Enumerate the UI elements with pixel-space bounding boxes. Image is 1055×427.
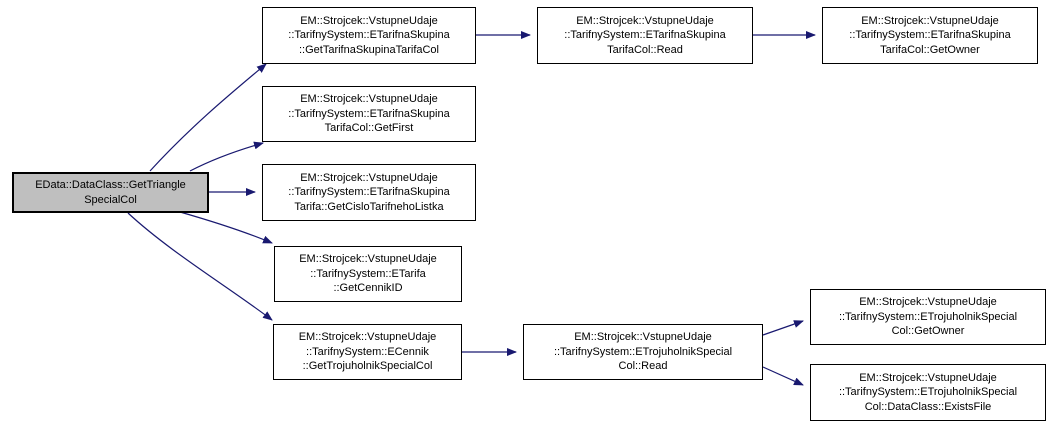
graph-node-tarifaCol-getFirst[interactable]: EM::Strojcek::VstupneUdaje ::TarifnySyst…: [262, 86, 476, 142]
graph-node-trojuholnikSpecialCol-getOwner[interactable]: EM::Strojcek::VstupneUdaje ::TarifnySyst…: [810, 289, 1046, 345]
graph-node-getTarifnaSkupinaTarifaCol[interactable]: EM::Strojcek::VstupneUdaje ::TarifnySyst…: [262, 7, 476, 64]
edge-root-to-getTarifnaSkupinaTarifaCol: [149, 63, 267, 172]
graph-node-getCisloTarifnehoListka[interactable]: EM::Strojcek::VstupneUdaje ::TarifnySyst…: [262, 164, 476, 221]
graph-node-tarifaCol-getOwner[interactable]: EM::Strojcek::VstupneUdaje ::TarifnySyst…: [822, 7, 1038, 64]
edge-root-to-getTrojuholnikSpecialCol: [127, 212, 273, 321]
graph-node-getTrojuholnikSpecialCol[interactable]: EM::Strojcek::VstupneUdaje ::TarifnySyst…: [273, 324, 462, 380]
edge-trojuholnikSpecialColRead-to-trojuholnikSpecialColGetOwner: [762, 320, 804, 336]
graph-node-getCennikID[interactable]: EM::Strojcek::VstupneUdaje ::TarifnySyst…: [274, 246, 462, 302]
graph-node-tarifaCol-read[interactable]: EM::Strojcek::VstupneUdaje ::TarifnySyst…: [537, 7, 753, 64]
edge-root-to-getCennikID: [179, 211, 273, 244]
edge-trojuholnikSpecialColRead-to-trojuholnikSpecialColExistsFile: [762, 366, 804, 386]
graph-node-trojuholnikSpecialCol-existsFile[interactable]: EM::Strojcek::VstupneUdaje ::TarifnySyst…: [810, 364, 1046, 421]
graph-node-current-getTriangleSpecialCol: EData::DataClass::GetTriangle SpecialCol: [12, 172, 209, 213]
edge-root-to-tarifaColGetFirst: [189, 141, 264, 172]
graph-node-trojuholnikSpecialCol-read[interactable]: EM::Strojcek::VstupneUdaje ::TarifnySyst…: [523, 324, 763, 380]
